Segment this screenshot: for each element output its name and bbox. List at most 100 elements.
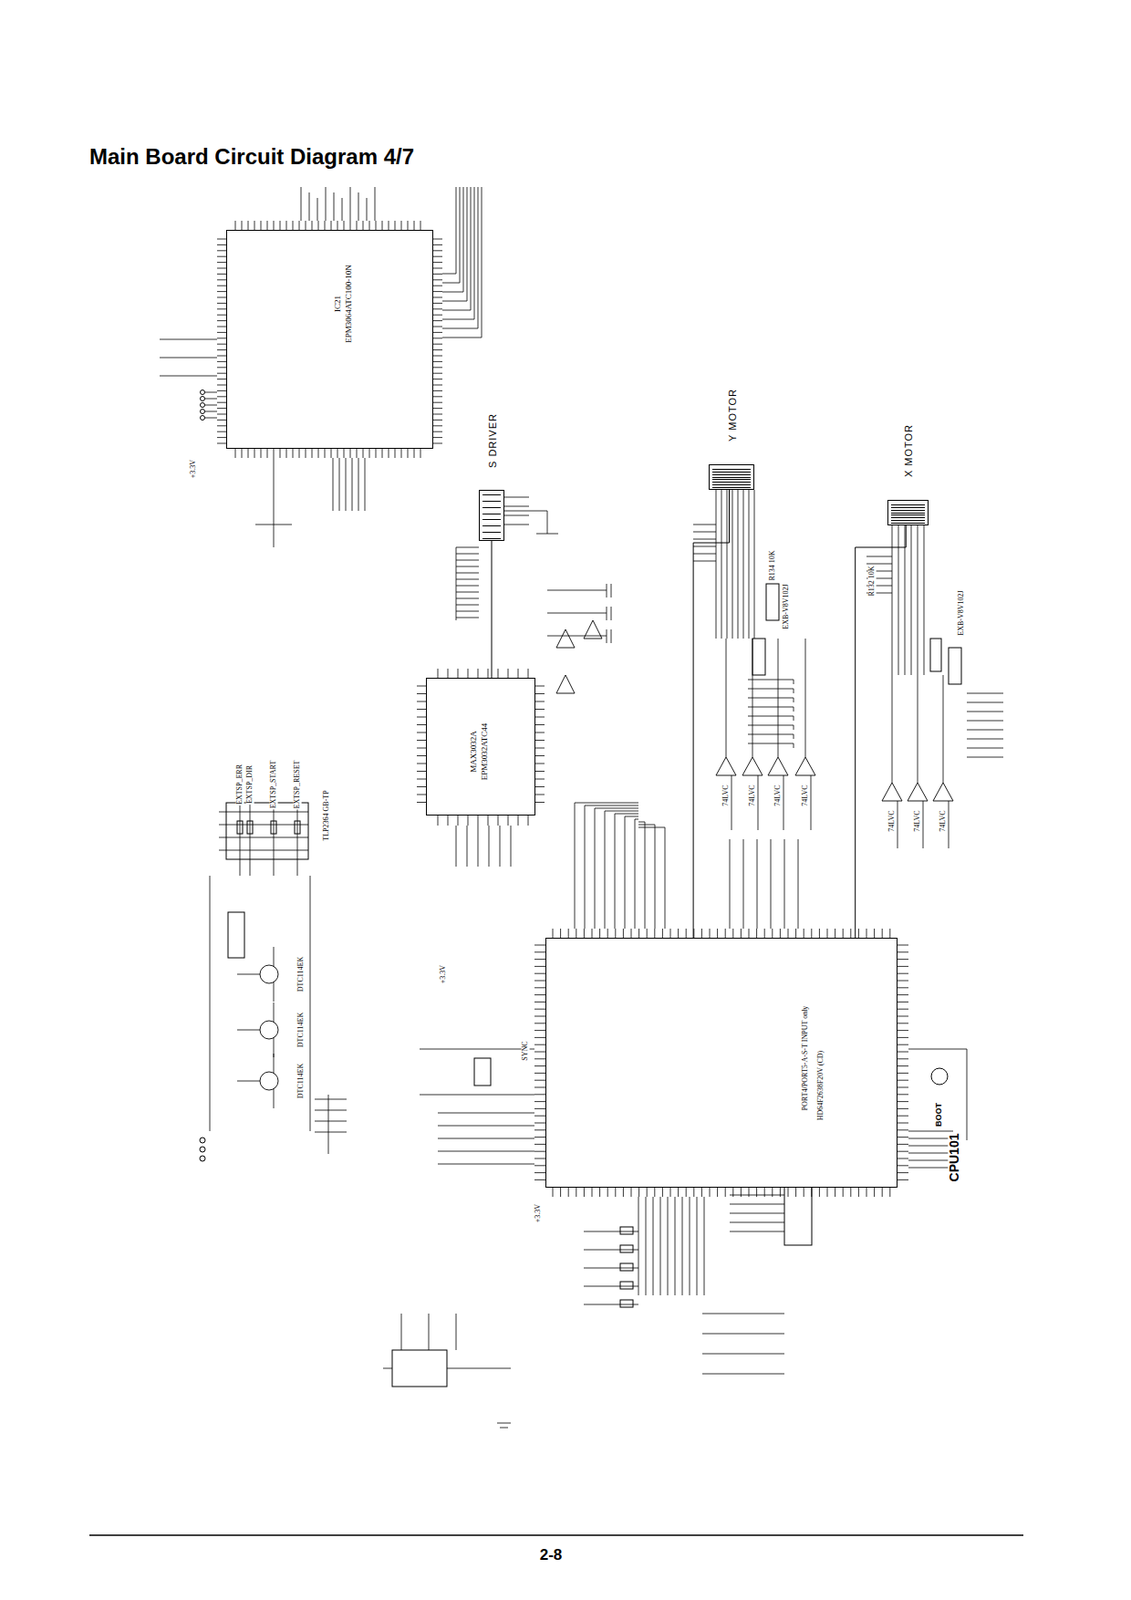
wire bbox=[416, 716, 426, 718]
wire bbox=[481, 186, 483, 338]
wire bbox=[328, 1094, 330, 1154]
wire bbox=[693, 560, 716, 562]
wire bbox=[677, 1187, 679, 1197]
wire bbox=[670, 1187, 672, 1197]
wire bbox=[677, 928, 679, 938]
wire bbox=[702, 1313, 785, 1315]
connector-pin bbox=[712, 477, 751, 478]
wire bbox=[463, 186, 465, 292]
wire bbox=[416, 763, 426, 765]
wire bbox=[842, 1187, 844, 1197]
wire bbox=[908, 1145, 954, 1147]
wire bbox=[433, 273, 443, 275]
connector-pin bbox=[891, 504, 925, 506]
wire bbox=[897, 1044, 909, 1046]
wire bbox=[518, 668, 519, 678]
wire bbox=[897, 1115, 909, 1117]
wire bbox=[729, 1203, 785, 1205]
wire bbox=[591, 928, 593, 938]
wire bbox=[217, 320, 227, 322]
connector-block: X MOTOR bbox=[887, 499, 929, 526]
amplifier-symbol bbox=[556, 629, 575, 648]
wire bbox=[583, 1267, 639, 1269]
connector-pin bbox=[891, 512, 925, 514]
wire bbox=[583, 1187, 585, 1197]
wire bbox=[594, 808, 596, 929]
wire bbox=[560, 1187, 561, 1197]
wire bbox=[416, 755, 426, 757]
wire bbox=[343, 448, 345, 458]
wire bbox=[534, 986, 546, 988]
wire bbox=[793, 697, 795, 703]
wire bbox=[217, 268, 227, 270]
wire bbox=[420, 448, 422, 458]
wire bbox=[280, 448, 281, 458]
wire bbox=[504, 510, 548, 512]
wire bbox=[685, 928, 687, 938]
wire bbox=[237, 1080, 260, 1082]
wire bbox=[898, 525, 900, 675]
wire bbox=[646, 928, 648, 938]
wire bbox=[159, 375, 218, 377]
resistor-symbol bbox=[237, 820, 243, 834]
wire bbox=[498, 815, 499, 826]
wire bbox=[611, 606, 613, 621]
wire bbox=[218, 811, 309, 813]
signal-label: DTC114EK bbox=[297, 955, 306, 993]
connector-block: Y MOTOR bbox=[708, 464, 755, 490]
wire bbox=[456, 825, 457, 867]
wire bbox=[731, 775, 733, 831]
wire bbox=[805, 638, 807, 758]
wire bbox=[748, 489, 750, 639]
signal-label: +3.3V bbox=[189, 458, 198, 479]
wire bbox=[729, 1213, 785, 1215]
wire bbox=[497, 1422, 511, 1424]
wire bbox=[433, 425, 443, 426]
wire bbox=[737, 489, 739, 639]
wire bbox=[350, 186, 352, 221]
resistor-array bbox=[930, 638, 942, 672]
wire bbox=[433, 244, 443, 246]
crystal-symbol bbox=[474, 1058, 491, 1086]
connector-pin bbox=[891, 514, 925, 516]
wire bbox=[433, 355, 443, 357]
wire bbox=[638, 1187, 640, 1197]
wire bbox=[866, 563, 893, 565]
wire bbox=[217, 390, 227, 392]
wire bbox=[834, 928, 836, 938]
wire bbox=[487, 815, 489, 826]
wire bbox=[241, 448, 243, 458]
wire bbox=[702, 1373, 785, 1375]
wire bbox=[477, 815, 479, 826]
wire bbox=[547, 635, 607, 637]
wire bbox=[534, 1029, 546, 1031]
wire bbox=[383, 1368, 393, 1370]
terminal bbox=[200, 403, 206, 408]
wire bbox=[416, 685, 426, 687]
signal-label: DTC114EK bbox=[297, 1062, 306, 1100]
transistor-symbol bbox=[931, 1068, 948, 1085]
wire bbox=[433, 285, 443, 287]
wire bbox=[897, 800, 899, 849]
wire bbox=[442, 282, 460, 284]
wire bbox=[552, 928, 554, 938]
terminal bbox=[199, 1155, 206, 1162]
wire bbox=[716, 1187, 718, 1197]
wire bbox=[670, 928, 672, 938]
wire bbox=[534, 1158, 546, 1160]
signal-label: 74LVC bbox=[888, 809, 897, 832]
wire bbox=[748, 928, 750, 938]
wire bbox=[456, 566, 479, 568]
wire bbox=[966, 1048, 968, 1141]
wire bbox=[819, 928, 820, 938]
wire bbox=[217, 407, 227, 409]
wire bbox=[631, 928, 633, 938]
wire bbox=[897, 1129, 909, 1131]
wire bbox=[866, 928, 868, 938]
wire bbox=[534, 994, 546, 996]
wire bbox=[209, 875, 211, 1131]
wire bbox=[667, 1196, 669, 1296]
wire bbox=[908, 1167, 954, 1169]
wire bbox=[339, 457, 341, 511]
